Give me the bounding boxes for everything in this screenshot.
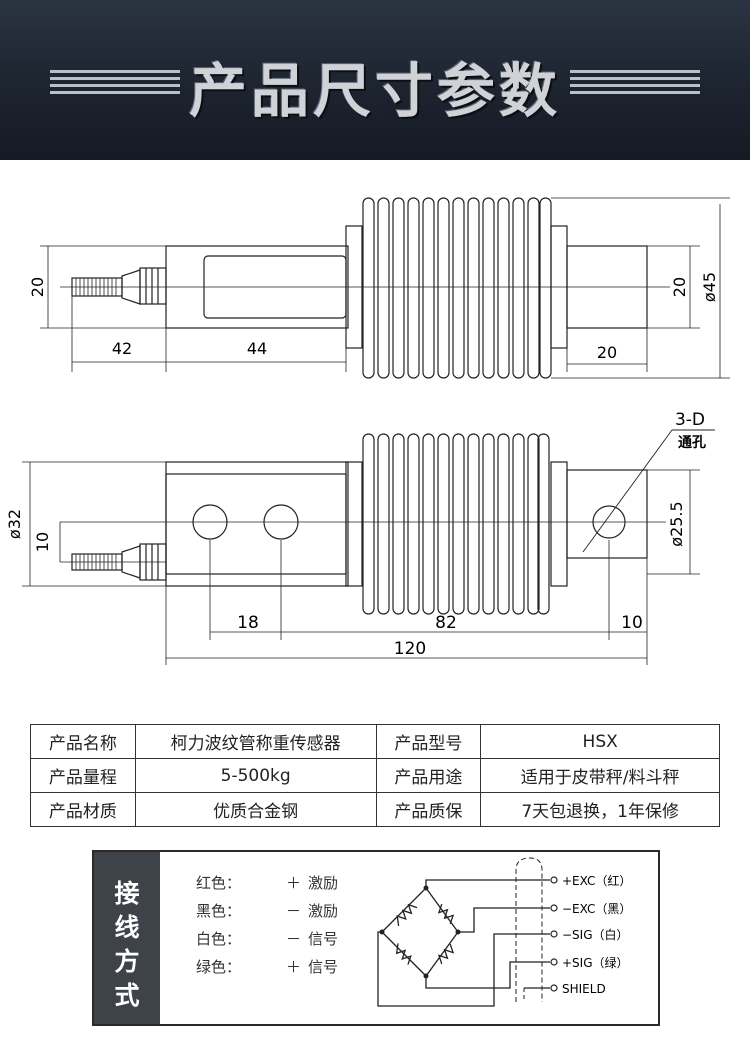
spec-key: 产品名称	[30, 724, 136, 759]
dim-hole-spacing-right: 10	[621, 613, 643, 633]
legend-sign: －	[286, 902, 302, 920]
bellows-top	[362, 197, 552, 379]
drawing-top-view: 20 42 44 20 20 ø45	[28, 197, 730, 379]
dim-side-offset: 10	[33, 532, 52, 552]
table-row: 产品名称 柯力波纹管称重传感器 产品型号 HSX	[30, 724, 720, 759]
legend-sign: ＋	[286, 874, 302, 892]
dim-total-length: 120	[394, 639, 426, 659]
spec-key: 产品用途	[375, 758, 482, 793]
terminal-label: −SIG（白）	[562, 927, 629, 942]
spec-value: 适用于皮带秤/料斗秤	[480, 758, 720, 793]
bridge-circuit-diagram: +EXC（红） −EXC（黑） −SIG（白） +SIG（绿） SHIELD	[377, 857, 631, 1007]
terminal-label: +EXC（红）	[562, 873, 631, 888]
dim-cable-length: 42	[112, 339, 132, 358]
hole-label: 3-D	[675, 410, 705, 430]
wiring-title-char: 线	[114, 913, 140, 942]
legend-sign: ＋	[286, 958, 302, 976]
legend-meaning: 激励	[308, 902, 339, 920]
dim-side-height: ø32	[5, 509, 24, 539]
legend-meaning: 激励	[308, 874, 339, 892]
legend-color: 黑色：	[196, 902, 242, 920]
wiring-title-char: 接	[114, 879, 140, 908]
legend-color: 白色：	[196, 930, 242, 948]
dim-end-length: 20	[597, 343, 617, 362]
spec-value: 优质合金钢	[134, 792, 377, 827]
legend-color: 红色：	[196, 874, 242, 892]
dim-hole-diameter: ø25.5	[667, 501, 686, 546]
terminal-label: +SIG（绿）	[562, 955, 629, 970]
legend-color: 绿色：	[196, 958, 242, 976]
page-title: 产品尺寸参数	[188, 57, 561, 125]
spec-value: HSX	[480, 724, 720, 759]
spec-table: 产品名称 柯力波纹管称重传感器 产品型号 HSX 产品量程 5-500kg 产品…	[30, 724, 720, 827]
bellows-side	[362, 433, 550, 615]
legend-meaning: 信号	[308, 958, 339, 976]
dim-end-height: 20	[670, 277, 689, 297]
terminal-label: SHIELD	[562, 982, 606, 996]
dim-hole-spacing-mid: 82	[435, 613, 457, 633]
wiring-title-char: 方	[114, 947, 140, 976]
spec-value: 7天包退换，1年保修	[480, 792, 720, 827]
table-row: 产品量程 5-500kg 产品用途 适用于皮带秤/料斗秤	[30, 758, 720, 793]
table-row: 产品材质 优质合金钢 产品质保 7天包退换，1年保修	[30, 792, 720, 827]
legend-sign: －	[286, 930, 302, 948]
dim-diameter: ø45	[700, 272, 719, 302]
drawing-side-view: ø32 10 18 82 10 120 ø25.5 3-D 通孔	[5, 410, 715, 665]
header-decoration-left	[50, 70, 180, 96]
spec-key: 产品质保	[375, 792, 482, 827]
header-decoration-right	[570, 70, 700, 96]
dim-hole-spacing-left: 18	[237, 613, 259, 633]
wiring-side-title: 接 线 方 式	[94, 852, 160, 1024]
hole-note: 通孔	[678, 435, 706, 451]
spec-key: 产品型号	[375, 724, 482, 759]
dim-left-height: 20	[28, 277, 47, 297]
spec-key: 产品材质	[30, 792, 136, 827]
wiring-title-char: 式	[114, 981, 140, 1010]
spec-value: 5-500kg	[134, 758, 377, 793]
dim-body-length: 44	[247, 339, 267, 358]
spec-value: 柯力波纹管称重传感器	[134, 724, 377, 759]
spec-key: 产品量程	[30, 758, 136, 793]
terminal-label: −EXC（黑）	[562, 902, 631, 916]
side-end-block	[566, 469, 648, 559]
wiring-panel: 接 线 方 式 红色： ＋ 激励 黑色： － 激励 白色： － 信号 绿色： ＋…	[92, 850, 660, 1026]
legend-meaning: 信号	[308, 930, 339, 948]
header-banner: 产品尺寸参数	[0, 0, 750, 160]
